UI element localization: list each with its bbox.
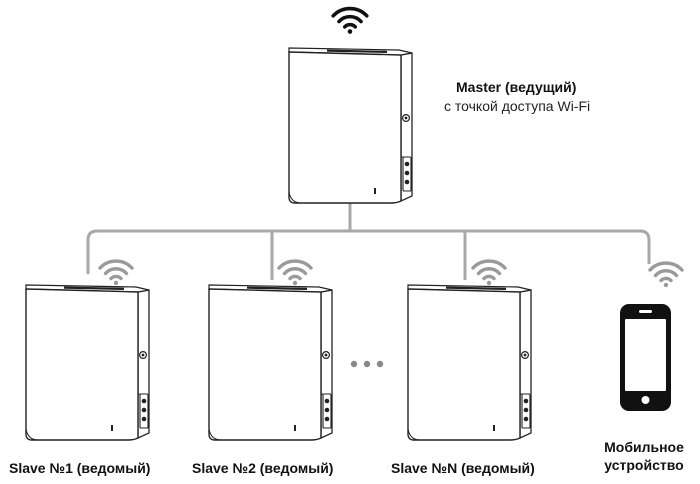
- ellipsis-icon: [350, 360, 384, 368]
- master-wifi-icon: [331, 6, 369, 36]
- mobile-label-line1: Мобильное: [604, 439, 684, 455]
- slave-device-n: [407, 284, 532, 441]
- bus-line: [86, 229, 651, 274]
- mobile-label: Мобильное устройство: [596, 438, 692, 474]
- master-subtitle: с точкой доступа Wi-Fi: [444, 98, 591, 114]
- smartphone-icon: [620, 304, 671, 411]
- master-device: [288, 47, 413, 204]
- slave-label-2: Slave №2 (ведомый): [192, 460, 334, 476]
- slave-device-2: [208, 284, 333, 441]
- mobile-wifi-icon: [648, 261, 684, 289]
- slave1-wifi-icon: [98, 259, 134, 287]
- slave-label-n: Slave №N (ведомый): [391, 460, 535, 476]
- mobile-label-line2: устройство: [604, 457, 684, 473]
- slave-device-1: [25, 284, 150, 441]
- connector-lines: [86, 200, 651, 280]
- slave2-wifi-icon: [277, 259, 313, 287]
- master-title: Master (ведущий): [456, 79, 577, 95]
- slaveN-wifi-icon: [471, 259, 507, 287]
- slave-label-1: Slave №1 (ведомый): [9, 460, 151, 476]
